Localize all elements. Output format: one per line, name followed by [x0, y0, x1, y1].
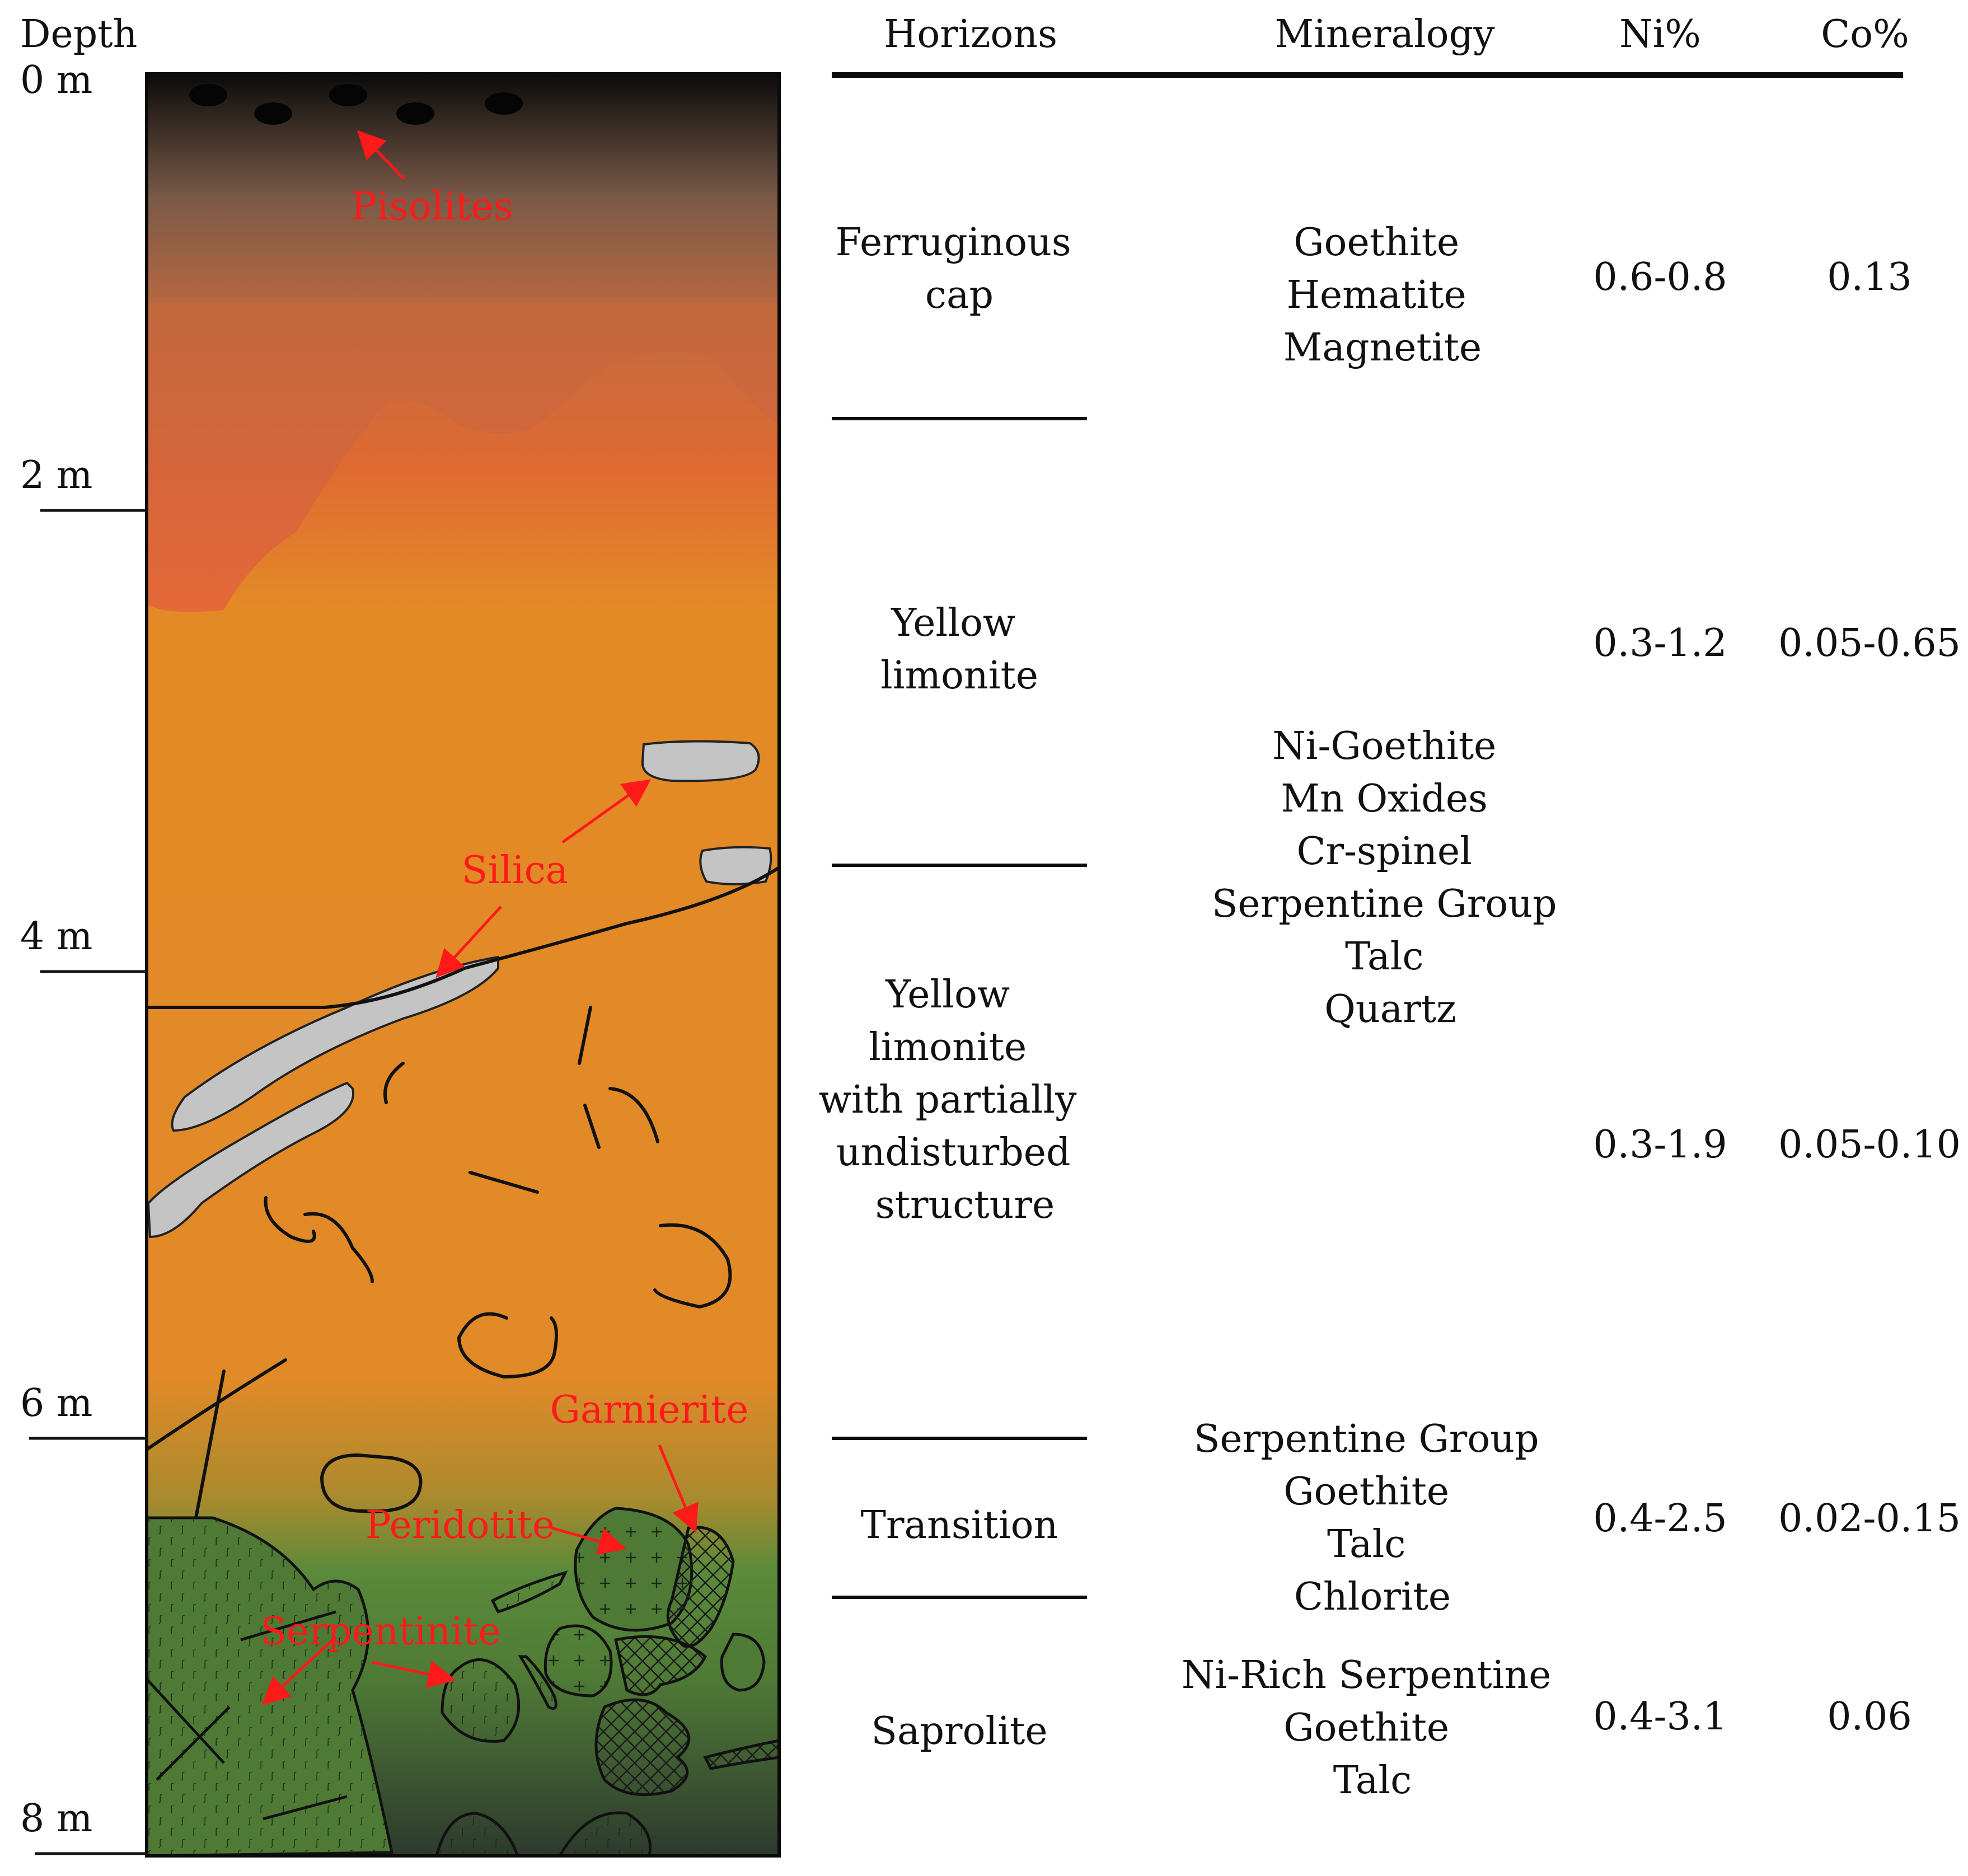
horizon-name: Yellow limonite with partially undisturb…: [819, 973, 1089, 1227]
grades-columns: 0.6-0.8 0.13 0.3-1.2 0.05-0.65 0.3-1.9 0…: [1593, 255, 1961, 1739]
depth-tick-label: 8 m: [20, 1797, 92, 1841]
horizon-name: Ferruginous cap: [836, 221, 1084, 317]
pisolite: [329, 84, 367, 106]
co-value: 0.13: [1827, 255, 1911, 299]
peridotite-arrow: [551, 1526, 627, 1555]
garnierite-body: [666, 1526, 735, 1648]
silica-arrow-lower: [435, 906, 502, 978]
soil-column: [145, 72, 781, 1858]
mineralogy-group: Goethite Hematite Magnetite: [1283, 221, 1482, 370]
serpentine-vein: [490, 1570, 568, 1614]
silica-label: Silica: [462, 848, 568, 893]
depth-tick-label: 4 m: [20, 914, 92, 959]
serpentinite-arrow-right: [372, 1661, 456, 1689]
mineralogy-group: Serpentine Group Goethite Talc Chlorite: [1194, 1417, 1551, 1619]
peridotite-body: [720, 1633, 766, 1692]
garnierite-body: [614, 1635, 707, 1696]
co-value: 0.06: [1827, 1695, 1911, 1739]
garnierite-arrow: [658, 1444, 699, 1533]
co-value: 0.05-0.10: [1778, 1123, 1961, 1167]
serpentinite-arrow-left: [261, 1636, 337, 1705]
silica-lenses: [147, 740, 772, 1239]
serpentinite-label: Serpentinite: [260, 1610, 500, 1654]
horizon-name: Transition: [861, 1503, 1058, 1547]
horizon-separators: [832, 417, 1087, 1599]
ni-header: Ni%: [1619, 12, 1701, 57]
silica-lens: [641, 740, 760, 782]
silica-lens: [147, 1081, 355, 1239]
depth-axis-title: Depth: [20, 12, 137, 57]
pisolite: [254, 102, 292, 125]
pisolite: [396, 102, 434, 125]
co-value: 0.02-0.15: [1778, 1497, 1961, 1541]
depth-tick-label: 2 m: [20, 453, 92, 498]
co-header: Co%: [1821, 12, 1909, 57]
mineralogy-column: Goethite Hematite Magnetite Ni-Goethite …: [1182, 221, 1569, 1803]
garnierite-label: Garnierite: [550, 1388, 749, 1432]
mineralogy-group: Ni-Rich Serpentine Goethite Talc: [1182, 1653, 1563, 1803]
serpentine-vein: [518, 1655, 557, 1710]
ni-value: 0.4-3.1: [1593, 1695, 1727, 1739]
annotation-labels: Pisolites Silica Garnierite Peridotite S…: [260, 185, 748, 1654]
annotations: [261, 130, 699, 1705]
structure-lines: [145, 866, 781, 1519]
ni-value: 0.4-2.5: [1593, 1497, 1727, 1541]
depth-tick-label: 6 m: [20, 1381, 92, 1425]
serpentinite-body: [441, 1658, 521, 1743]
horizon-name: Saprolite: [871, 1709, 1047, 1753]
pisolites-label: Pisolites: [351, 185, 513, 229]
horizon-name: Yellow limonite: [880, 601, 1038, 698]
serpentinite-body: [557, 1811, 652, 1858]
table-header: Horizons Mineralogy Ni% Co%: [832, 12, 1909, 78]
pisolite: [189, 84, 227, 106]
horizons-header: Horizons: [884, 12, 1057, 57]
silica-arrow-upper: [561, 779, 652, 844]
serpentinite-body: [434, 1812, 520, 1858]
ni-value: 0.3-1.2: [1593, 621, 1727, 665]
horizons-column: Ferruginous cap Yellow limonite Yellow l…: [819, 221, 1089, 1753]
co-value: 0.05-0.65: [1778, 621, 1961, 665]
pisolite: [485, 92, 523, 115]
ni-value: 0.6-0.8: [1593, 255, 1727, 299]
peridotite-garnierite: [490, 1507, 781, 1797]
peridotite-label: Peridotite: [366, 1503, 555, 1547]
ni-value: 0.3-1.9: [1593, 1123, 1727, 1167]
ferruginous-cap-layer: [147, 302, 779, 612]
depth-axis: Depth 0 m 2 m 4 m 6 m 8 m: [20, 12, 147, 1855]
pisolites: [189, 84, 523, 125]
column-border: [145, 72, 781, 1858]
silica-lens: [699, 846, 772, 885]
depth-tick-label: 0 m: [20, 58, 92, 102]
garnierite-body: [594, 1698, 691, 1797]
pisolites-arrow: [357, 130, 405, 180]
mineralogy-header: Mineralogy: [1274, 12, 1495, 57]
mineralogy-group: Ni-Goethite Mn Oxides Cr-spinel Serpenti…: [1212, 724, 1569, 1031]
peridotite-body: [543, 1624, 613, 1697]
